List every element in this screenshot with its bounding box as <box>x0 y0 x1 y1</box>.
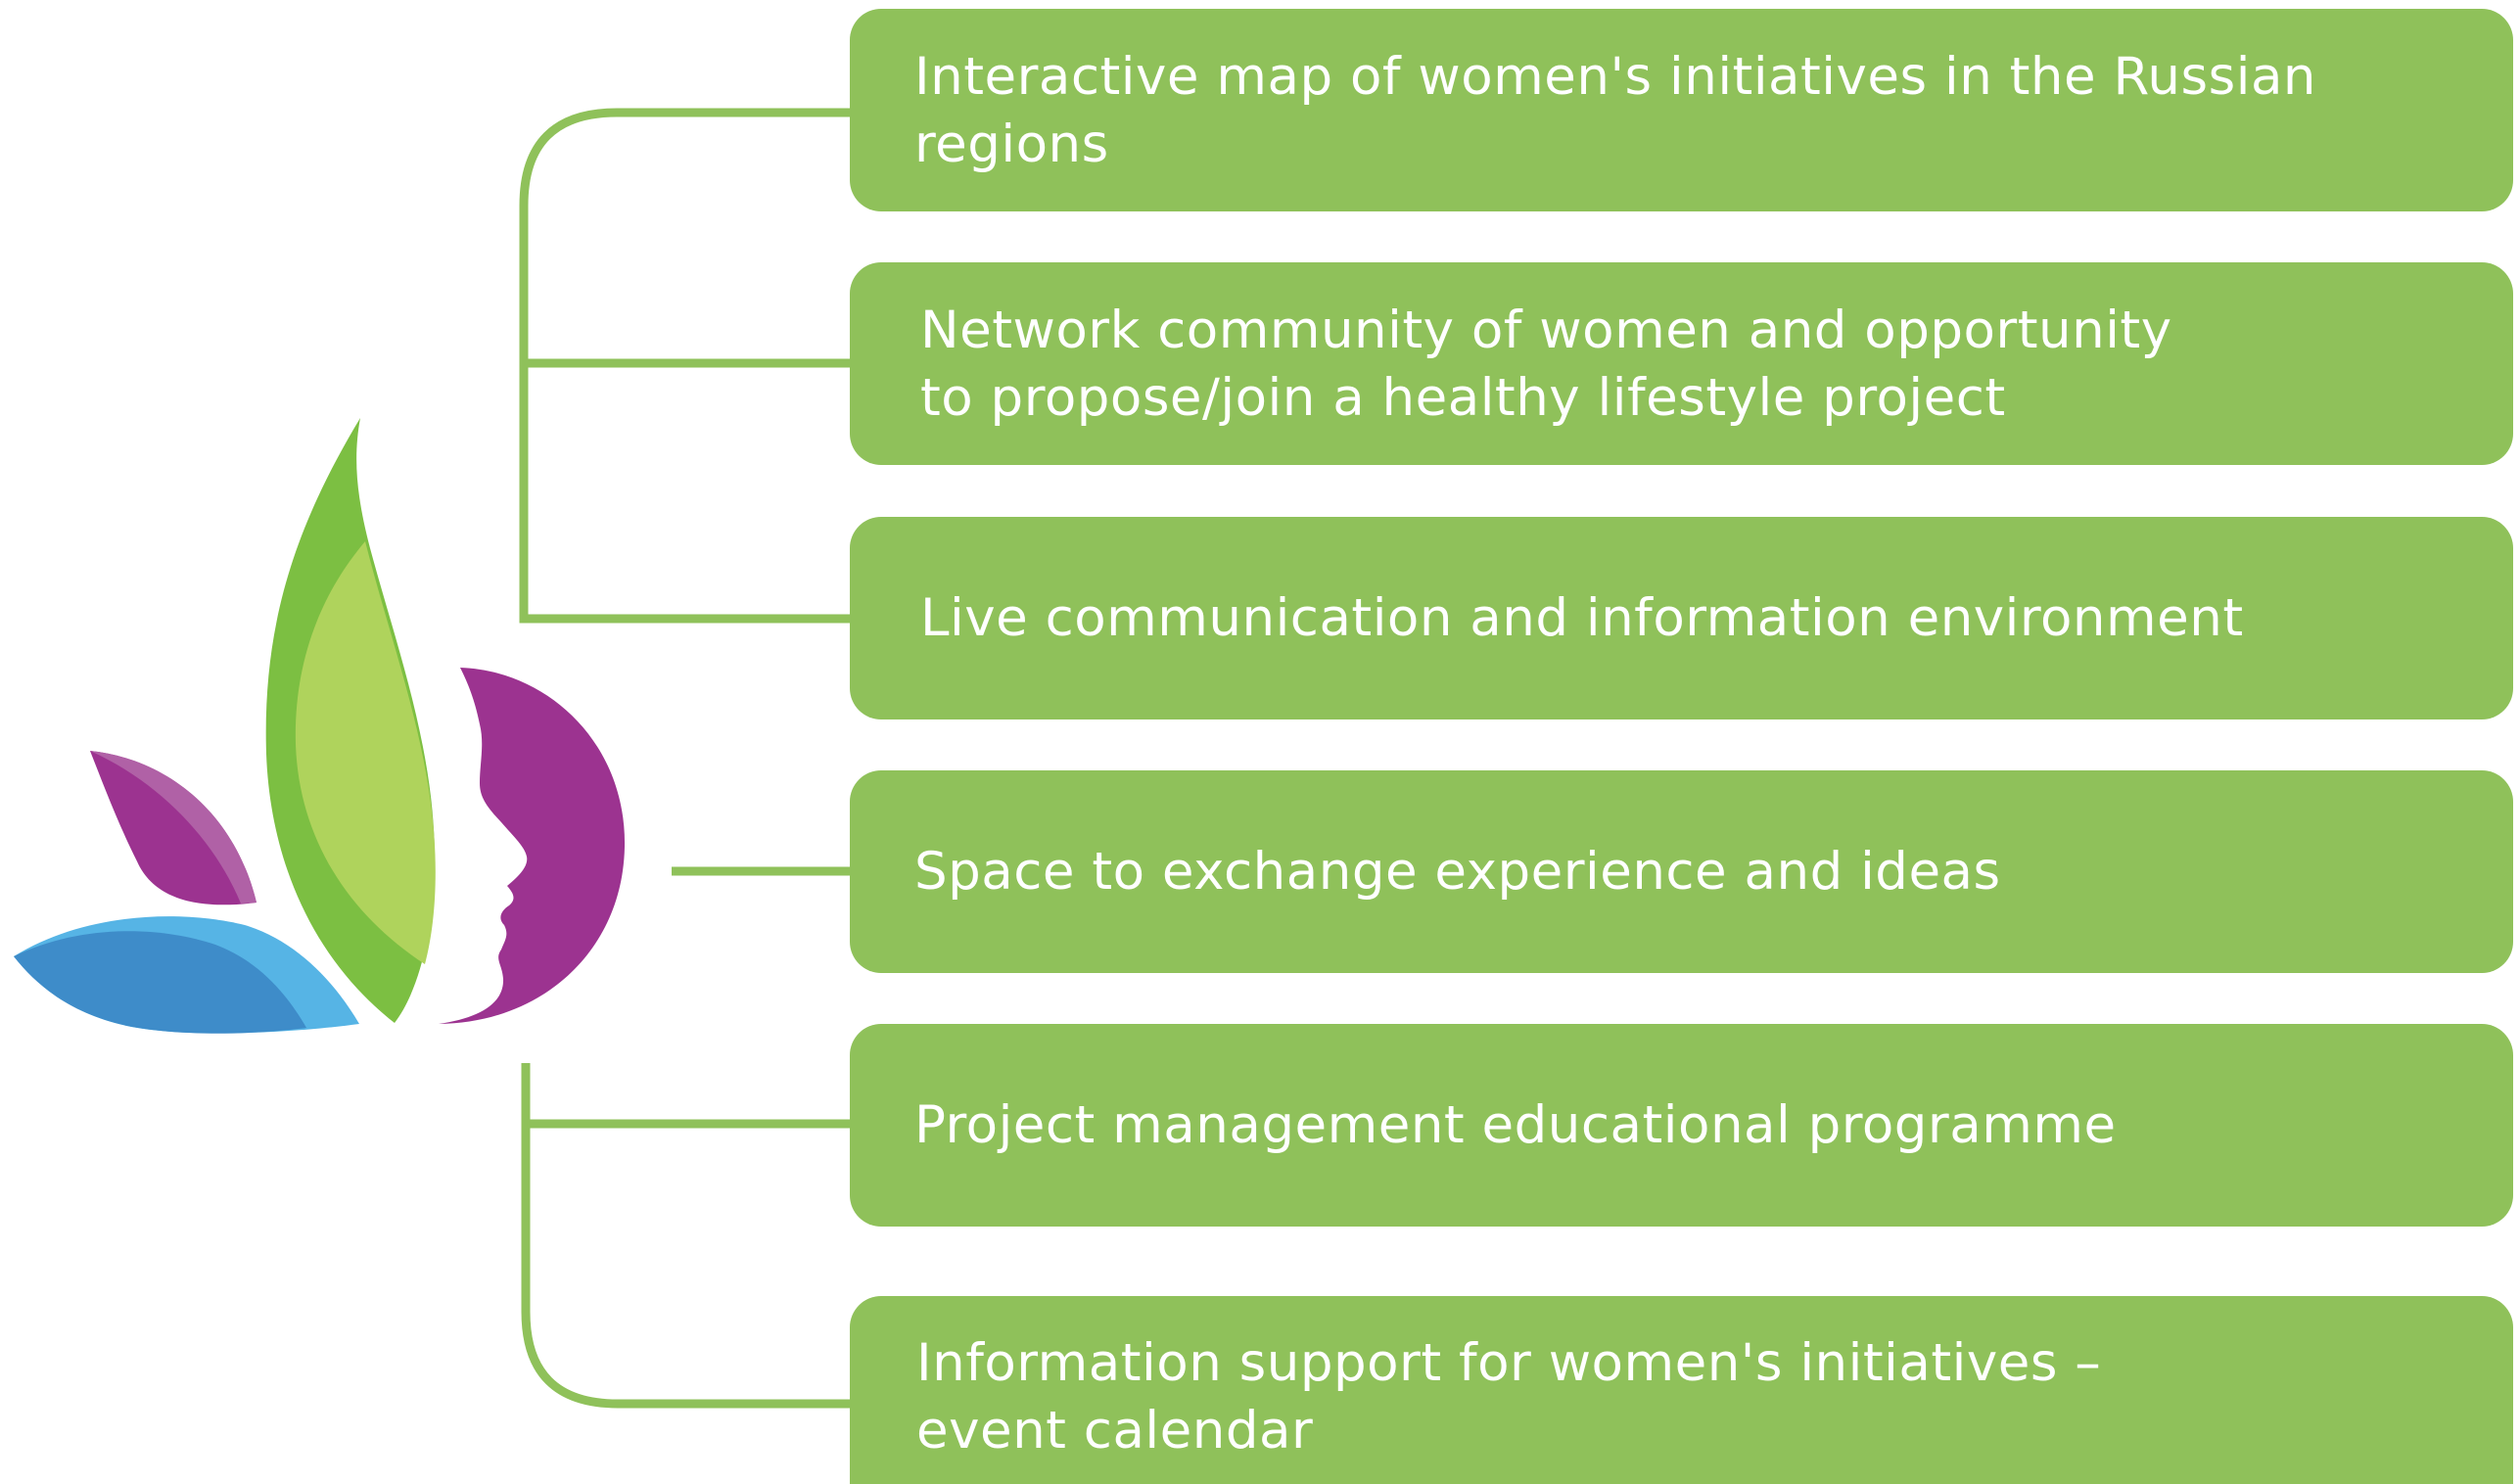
connector-upper-bracket <box>519 108 852 624</box>
purple-leaf-highlight-icon <box>90 751 257 904</box>
item-box-interactive-map: Interactive map of women's initiatives i… <box>850 9 2513 211</box>
item-label: Live communication and information envir… <box>920 588 2244 648</box>
item-box-educational-programme: Project management educational programme <box>850 1024 2513 1227</box>
purple-leaf-icon <box>90 751 257 905</box>
blue-leaf-dark-icon <box>14 931 306 1034</box>
item-box-network-community: Network community of women and opportuni… <box>850 262 2513 465</box>
item-label: Project management educational programme <box>914 1095 2117 1155</box>
woman-profile-icon <box>439 668 626 1024</box>
item-box-live-communication: Live communication and information envir… <box>850 517 2513 719</box>
item-box-exchange-space: Space to exchange experience and ideas <box>850 770 2513 973</box>
green-leaf-inner-icon <box>295 541 436 964</box>
item-label: Information support for women's initiati… <box>916 1333 2102 1461</box>
item-label: Space to exchange experience and ideas <box>914 842 2001 902</box>
connector-lower-bracket <box>521 1063 852 1409</box>
item-box-information-support: Information support for women's initiati… <box>850 1296 2513 1484</box>
item-label: Network community of women and opportuni… <box>920 300 2172 428</box>
item-label: Interactive map of women's initiatives i… <box>914 46 2317 174</box>
